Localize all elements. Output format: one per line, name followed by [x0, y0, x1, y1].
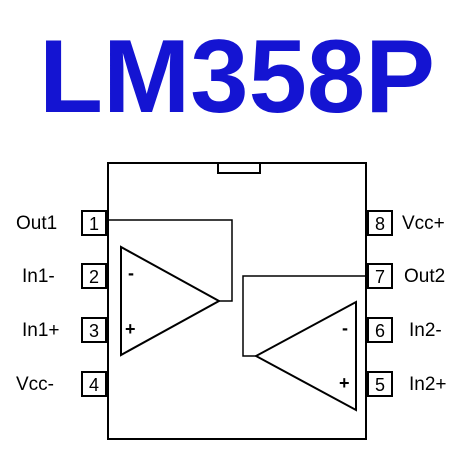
- pin-4-number: 4: [89, 375, 99, 395]
- pin-6-number: 6: [375, 321, 385, 341]
- pin-5-box: [367, 371, 393, 397]
- pin-5-number: 5: [375, 375, 385, 395]
- pin-7-label: Out2: [404, 266, 445, 287]
- opamp-2-plus-sign: +: [339, 373, 350, 393]
- pin-7-box: [367, 263, 393, 289]
- pin-7-number: 7: [375, 267, 385, 287]
- pin-4-label: Vcc-: [16, 374, 54, 395]
- orientation-notch: [217, 162, 261, 174]
- pin-3-box: [81, 317, 107, 343]
- pin-8-number: 8: [375, 214, 385, 234]
- pin-6-label: In2-: [409, 320, 442, 341]
- pin-1-number: 1: [89, 214, 99, 234]
- opamp-2-triangle: [253, 300, 357, 412]
- pin-1-label: Out1: [16, 213, 57, 234]
- opamp-1-minus-sign: -: [128, 263, 134, 283]
- pin-1-box: [81, 210, 107, 236]
- opamp-1-output-wire: [108, 219, 233, 302]
- pin-2-number: 2: [89, 267, 99, 287]
- pin-8-box: [367, 210, 393, 236]
- pin-5-label: In2+: [409, 374, 447, 395]
- pin-3-number: 3: [89, 321, 99, 341]
- pin-8-label: Vcc+: [402, 213, 445, 234]
- opamp-1-triangle: [120, 245, 222, 357]
- pin-4-box: [81, 371, 107, 397]
- pin-6-box: [367, 317, 393, 343]
- opamp-2-output-wire: [242, 275, 366, 357]
- opamp-2-minus-sign: -: [342, 318, 348, 338]
- opamp-1-plus-sign: +: [125, 319, 136, 339]
- chip-title: LM358P: [39, 19, 435, 135]
- pin-2-label: In1-: [22, 266, 55, 287]
- pin-2-box: [81, 263, 107, 289]
- chip-package: [107, 162, 367, 440]
- pin-3-label: In1+: [22, 320, 60, 341]
